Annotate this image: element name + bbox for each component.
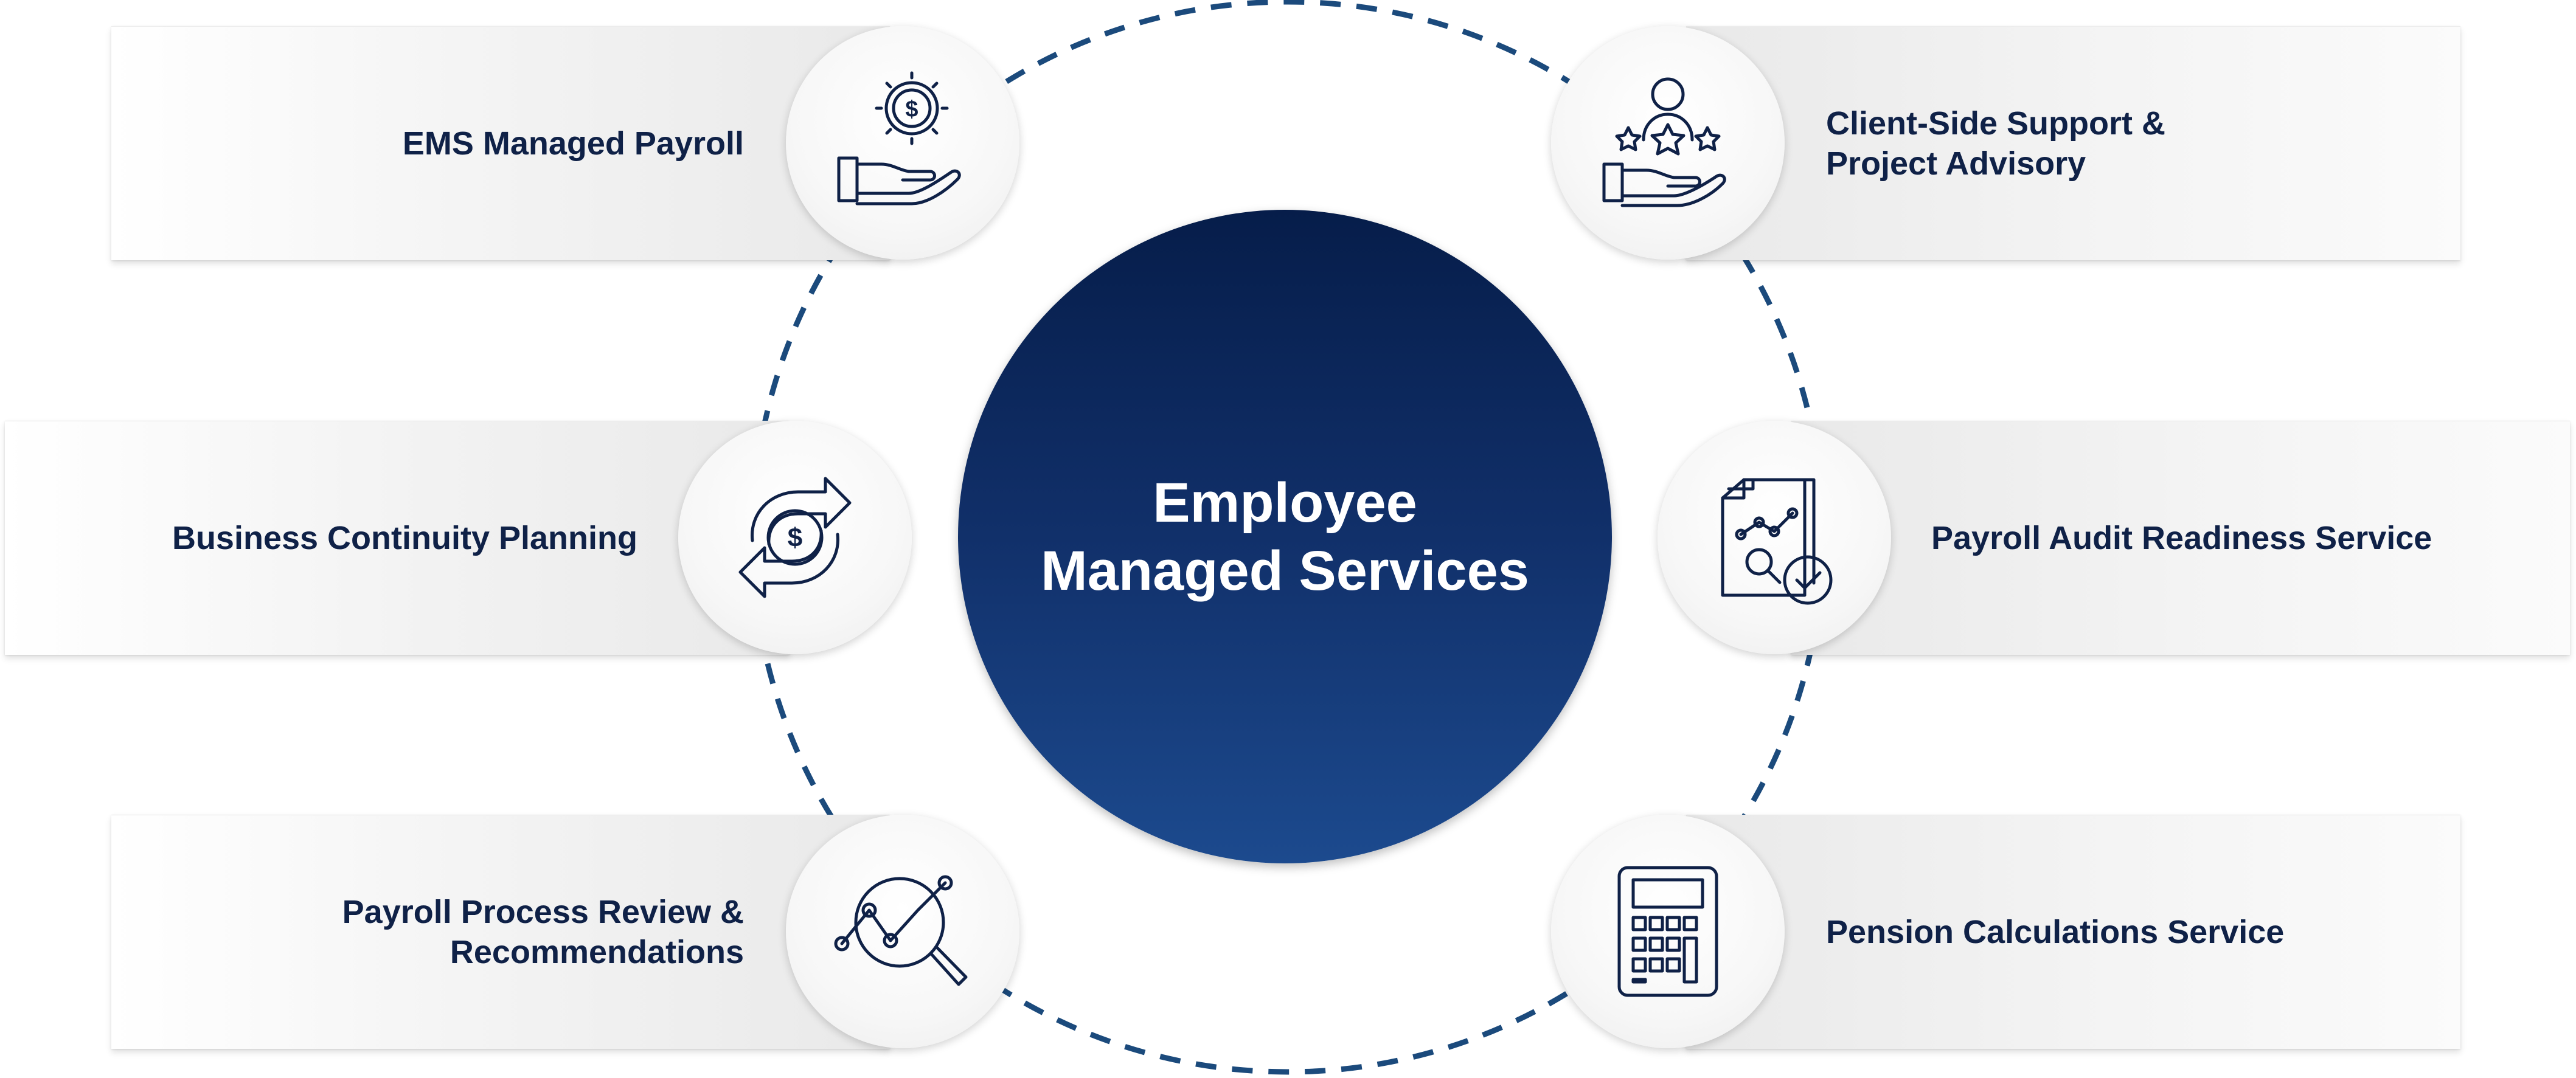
service-label: Payroll Process Review & Recommendations — [342, 894, 744, 970]
center-title-line1: Employee — [1153, 471, 1417, 534]
document-magnifier-check-icon — [1658, 421, 1891, 654]
service-bar-ems-managed-payroll: EMS Managed Payroll — [111, 26, 890, 260]
hand-person-stars-icon — [1551, 26, 1785, 260]
calculator-icon — [1551, 815, 1785, 1048]
service-label: Client-Side Support & Project Advisory — [1826, 105, 2165, 182]
service-label: Business Continuity Planning — [172, 520, 637, 556]
center-title-line2: Managed Services — [1041, 539, 1529, 602]
service-bar-payroll-process-review: Payroll Process Review & Recommendations — [111, 815, 890, 1049]
service-bar-pension-calculations: Pension Calculations Service — [1686, 815, 2460, 1049]
service-bar-business-continuity: Business Continuity Planning — [5, 421, 790, 655]
svg-text:$: $ — [788, 523, 802, 553]
service-label: Payroll Audit Readiness Service — [1931, 520, 2432, 556]
service-bar-client-side-support: Client-Side Support & Project Advisory — [1686, 26, 2460, 260]
service-label: Pension Calculations Service — [1826, 914, 2285, 950]
service-bar-payroll-audit: Payroll Audit Readiness Service — [1791, 421, 2570, 655]
center-hub: Employee Managed Services — [958, 210, 1612, 863]
service-label: EMS Managed Payroll — [402, 125, 744, 162]
dollar-cycle-arrows-icon: $ — [678, 421, 912, 654]
hand-dollar-gear-icon: $ — [786, 26, 1019, 260]
chart-magnifier-icon — [786, 815, 1019, 1048]
svg-text:$: $ — [905, 97, 918, 122]
